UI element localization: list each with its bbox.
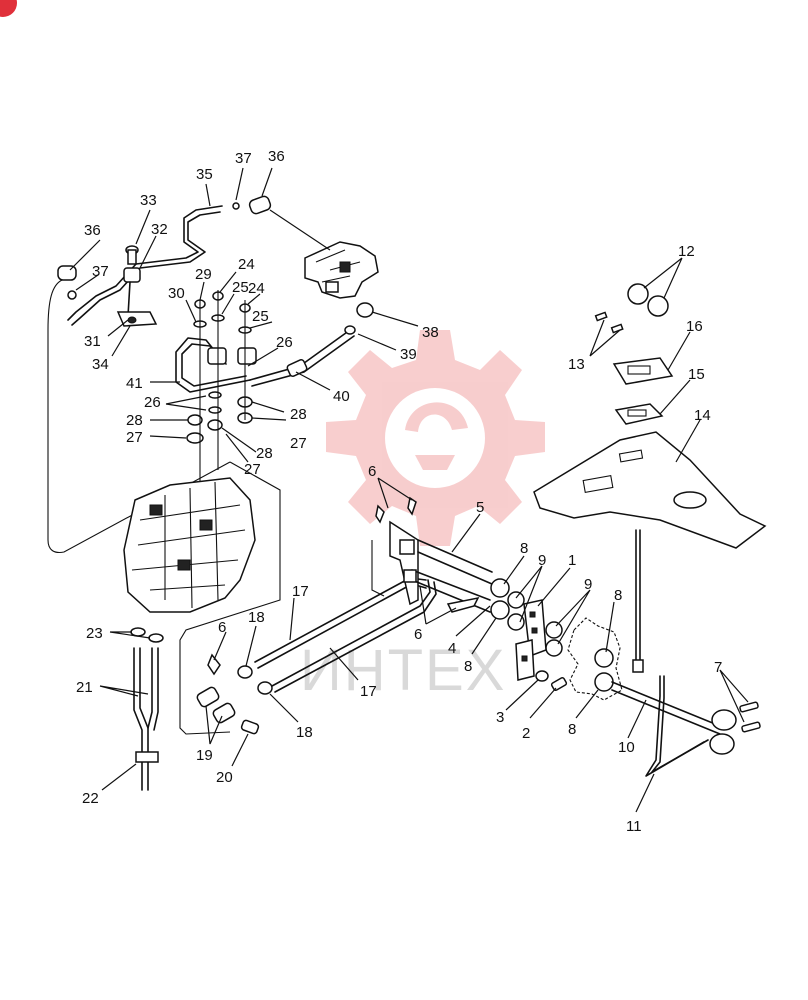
callout-39: 39 xyxy=(400,346,417,363)
callout-28: 28 xyxy=(126,412,143,429)
callout-3: 3 xyxy=(496,709,504,726)
callout-35: 35 xyxy=(196,166,213,183)
callout-28: 28 xyxy=(256,445,273,462)
callout-33: 33 xyxy=(140,192,157,209)
callout-34: 34 xyxy=(92,356,109,373)
callout-20: 20 xyxy=(216,769,233,786)
callout-30: 30 xyxy=(168,285,185,302)
callout-21: 21 xyxy=(76,679,93,696)
plate-1 xyxy=(515,599,568,691)
bushings-8-9 xyxy=(490,578,614,692)
callout-12: 12 xyxy=(678,243,695,260)
callout-5: 5 xyxy=(476,499,484,516)
linkage-outline xyxy=(179,560,281,735)
callout-32: 32 xyxy=(151,221,168,238)
callout-6: 6 xyxy=(218,619,226,636)
callout-28: 28 xyxy=(290,406,307,423)
callout-27: 27 xyxy=(126,429,143,446)
callout-23: 23 xyxy=(86,625,103,642)
callout-38: 38 xyxy=(422,324,439,341)
callout-27: 27 xyxy=(290,435,307,452)
callout-11: 11 xyxy=(626,818,642,835)
callout-8: 8 xyxy=(614,587,622,604)
valve-body xyxy=(123,461,281,613)
knobs-12 xyxy=(594,283,669,334)
callout-10: 10 xyxy=(618,739,635,756)
hydraulic-tube-35 xyxy=(67,205,223,326)
callout-24: 24 xyxy=(238,256,255,273)
clamp-32 xyxy=(116,245,158,327)
callout-13: 13 xyxy=(568,356,585,373)
callout-18: 18 xyxy=(296,724,313,741)
callout-1: 1 xyxy=(568,552,576,569)
fitting-stack xyxy=(186,290,257,490)
callout-36: 36 xyxy=(268,148,285,165)
callout-17: 17 xyxy=(360,683,377,700)
callout-40: 40 xyxy=(333,388,350,405)
shift-lever-10-11 xyxy=(611,529,761,777)
watermark-gear xyxy=(326,330,545,546)
callout-9: 9 xyxy=(538,552,546,569)
callout-25: 25 xyxy=(252,308,269,325)
control-rods-21 xyxy=(130,627,164,791)
cover-plate-16 xyxy=(612,357,674,385)
callout-29: 29 xyxy=(195,266,212,283)
callout-8: 8 xyxy=(568,721,576,738)
callout-15: 15 xyxy=(688,366,705,383)
callout-37: 37 xyxy=(235,150,252,167)
callout-26: 26 xyxy=(276,334,293,351)
callout-6: 6 xyxy=(414,626,422,643)
callout-36: 36 xyxy=(84,222,101,239)
leader-lines xyxy=(69,167,749,813)
control-valve-top xyxy=(269,209,379,299)
fitting-36-upper xyxy=(232,195,272,215)
callout-26: 26 xyxy=(144,394,161,411)
callout-41: 41 xyxy=(126,375,143,392)
callout-31: 31 xyxy=(84,333,101,350)
rod-17-lower xyxy=(271,579,437,693)
callout-37: 37 xyxy=(92,263,109,280)
callout-6: 6 xyxy=(368,463,376,480)
callout-24: 24 xyxy=(248,280,265,297)
return-hose xyxy=(47,279,231,554)
corner-badge xyxy=(0,0,17,17)
console-cover-14 xyxy=(533,431,767,549)
callout-9: 9 xyxy=(584,576,592,593)
callout-8: 8 xyxy=(464,658,472,675)
callout-27: 27 xyxy=(244,461,261,478)
callout-14: 14 xyxy=(694,407,711,424)
fitting-36-left xyxy=(57,265,77,300)
callout-22: 22 xyxy=(82,790,99,807)
tube-41 xyxy=(175,337,251,393)
callout-8: 8 xyxy=(520,540,528,557)
watermark-text: ИНТЕХ xyxy=(300,638,506,703)
callout-2: 2 xyxy=(522,725,530,742)
gear-plate xyxy=(567,617,623,701)
hose-40 xyxy=(249,302,374,387)
callout-4: 4 xyxy=(448,640,456,657)
cover-plate-15 xyxy=(614,403,664,425)
callout-25: 25 xyxy=(232,279,249,296)
callout-18: 18 xyxy=(248,609,265,626)
callout-7: 7 xyxy=(714,659,722,676)
callout-16: 16 xyxy=(686,318,703,335)
callout-19: 19 xyxy=(196,747,213,764)
callout-17: 17 xyxy=(292,583,309,600)
clevis-19 xyxy=(196,653,273,735)
